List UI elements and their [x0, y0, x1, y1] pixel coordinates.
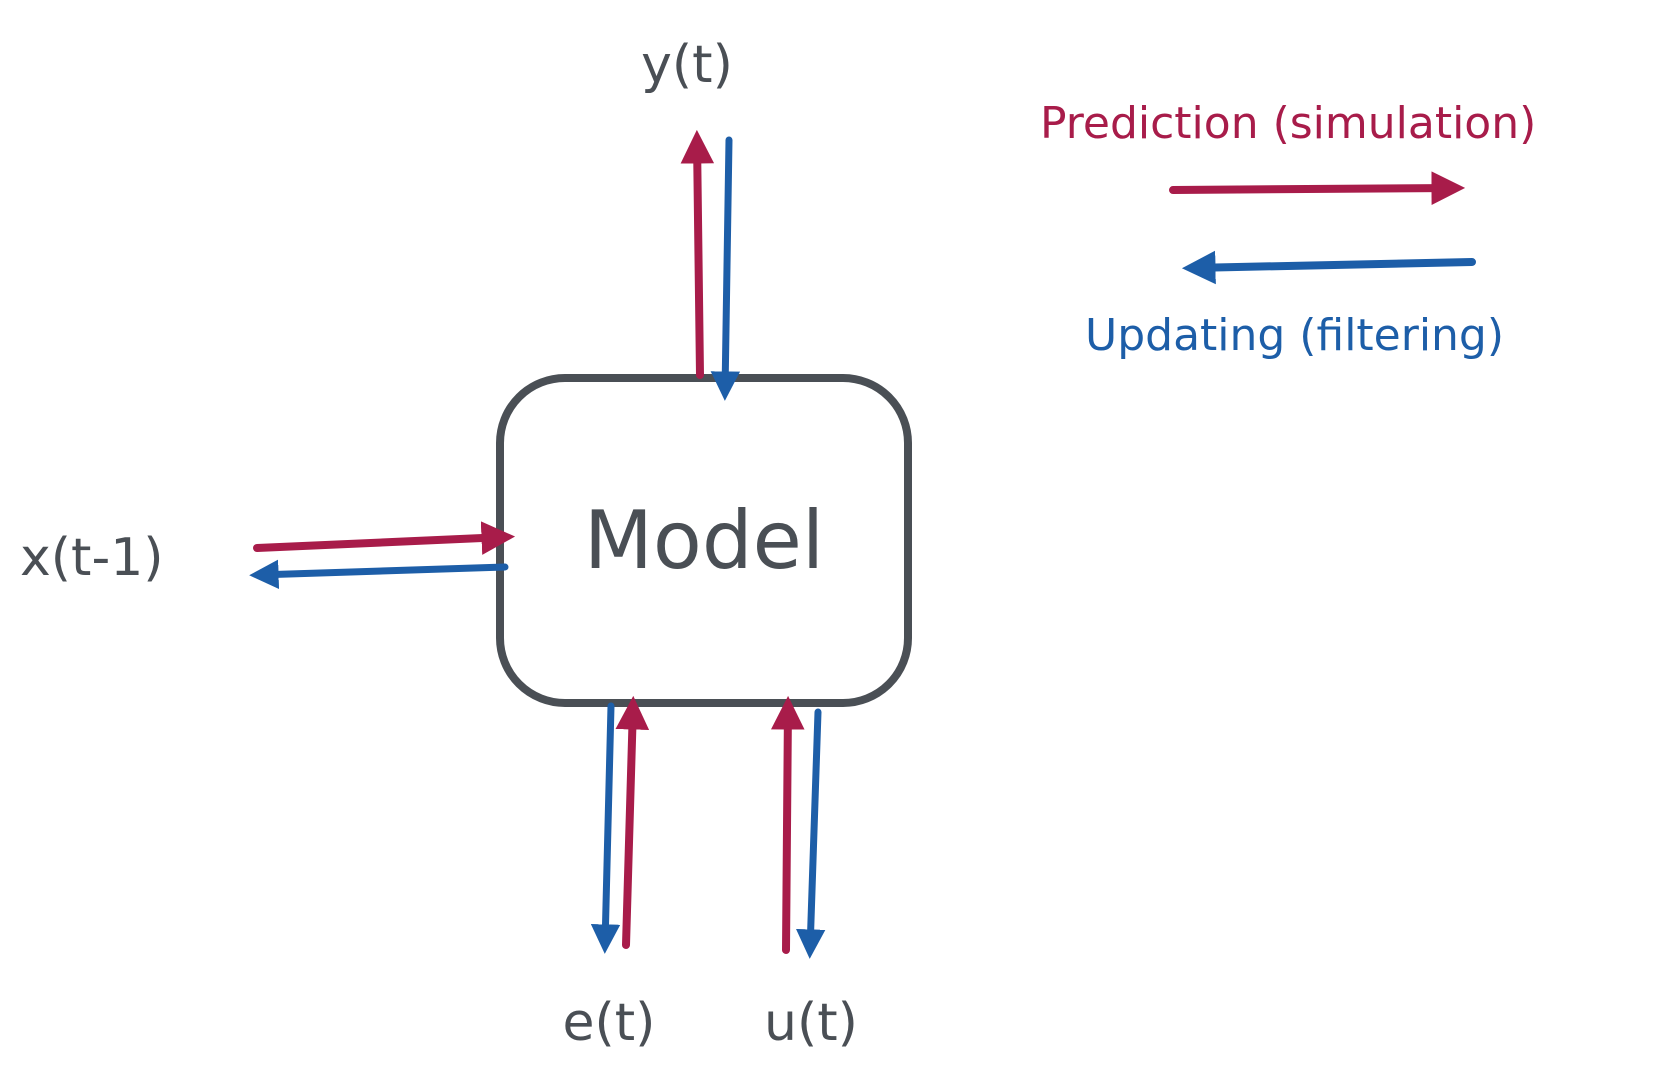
- u-updating-arrow: [795, 708, 826, 959]
- legend: Prediction (simulation) Updating (filter…: [1040, 98, 1536, 361]
- model-label: Model: [584, 494, 824, 587]
- x-arrows: [249, 521, 516, 590]
- u-arrows: [771, 695, 826, 959]
- y-prediction-arrow: [680, 129, 715, 379]
- y-arrows: [680, 129, 741, 401]
- e-arrows: [590, 695, 650, 954]
- u-signal-label: u(t): [764, 993, 858, 1053]
- legend-prediction-label: Prediction (simulation): [1040, 98, 1536, 149]
- e-updating-arrow: [590, 702, 621, 954]
- legend-updating-arrow: [1181, 250, 1476, 285]
- y-signal-label: y(t): [641, 35, 733, 95]
- legend-prediction-arrow: [1169, 171, 1466, 205]
- legend-updating-label: Updating (filtering): [1085, 310, 1504, 361]
- e-prediction-arrow: [615, 695, 650, 949]
- x-signal-label: x(t-1): [20, 528, 164, 588]
- e-signal-label: e(t): [563, 993, 656, 1053]
- x-prediction-arrow: [253, 521, 516, 555]
- y-updating-arrow: [710, 136, 741, 401]
- x-updating-arrow: [249, 559, 509, 590]
- u-prediction-arrow: [771, 695, 805, 954]
